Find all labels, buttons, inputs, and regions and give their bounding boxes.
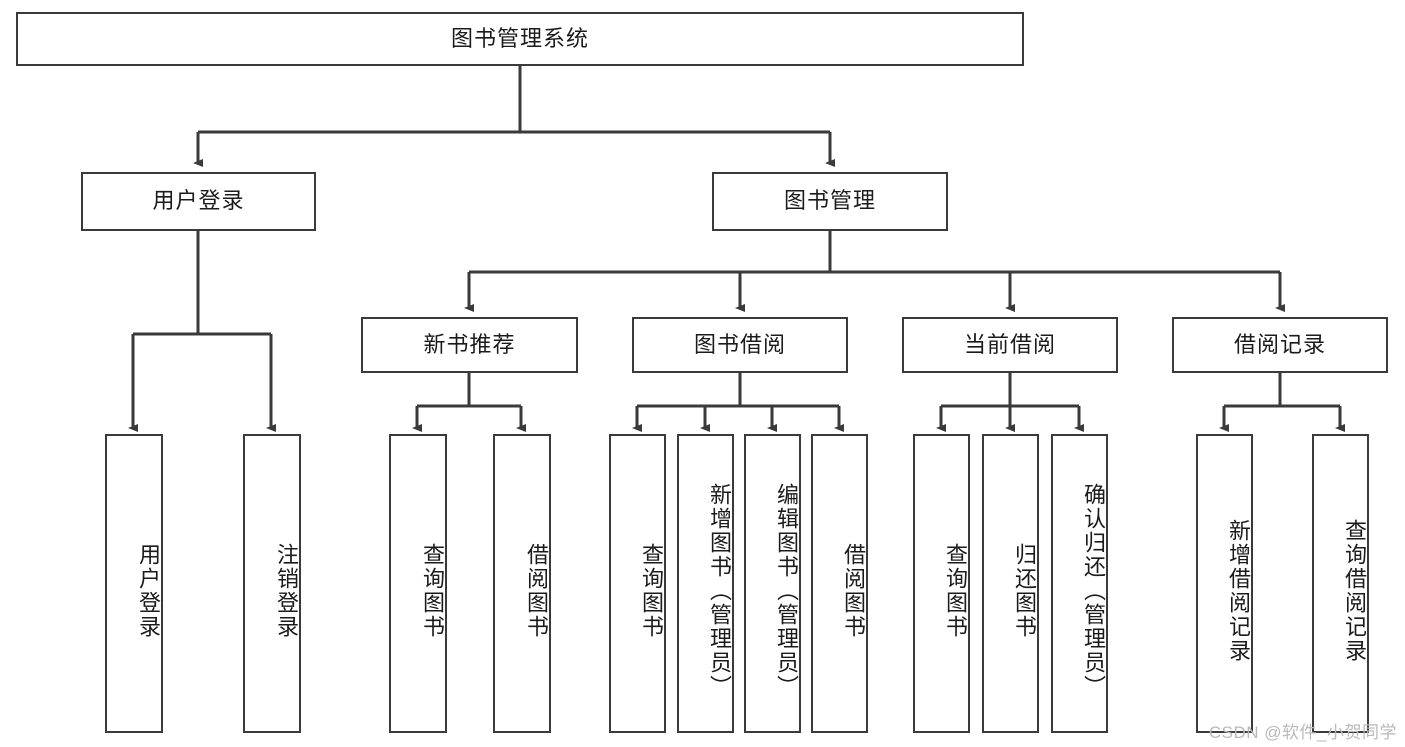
leaf-book-borrow-1-label: 新增图书（管理员） [707,482,732,699]
leaf-current-borrow-2-label: 确认归还（管理员） [1081,482,1106,699]
leaf-user-login-0-label: 用户登录 [136,542,161,639]
leaf-book-borrow-3-label: 借阅图书 [841,542,866,639]
node-current-borrow-label: 当前借阅 [963,331,1056,357]
node-borrow-record-label: 借阅记录 [1233,331,1326,357]
leaf-borrow-record-1-label: 查询借阅记录 [1342,518,1367,663]
node-current-borrow[interactable]: 当前借阅 [902,317,1118,373]
node-book-borrow-label: 图书借阅 [693,331,786,357]
leaf-current-borrow-2[interactable]: 确认归还（管理员） [1051,434,1108,733]
node-new-book-label: 新书推荐 [423,331,516,357]
node-borrow-record[interactable]: 借阅记录 [1172,317,1388,373]
leaf-user-login-1-label: 注销登录 [274,542,299,639]
node-root[interactable]: 图书管理系统 [16,12,1024,66]
leaf-user-login-0[interactable]: 用户登录 [105,434,163,733]
leaf-current-borrow-0[interactable]: 查询图书 [913,434,970,733]
leaf-new-book-0[interactable]: 查询图书 [389,434,447,733]
node-user-login[interactable]: 用户登录 [81,172,316,231]
leaf-book-borrow-1[interactable]: 新增图书（管理员） [677,434,734,733]
node-user-login-label: 用户登录 [152,188,245,214]
csdn-watermark: CSDN @软件_小贺同学 [1208,723,1397,742]
leaf-book-borrow-3[interactable]: 借阅图书 [811,434,868,733]
node-root-label: 图书管理系统 [450,25,589,51]
node-new-book[interactable]: 新书推荐 [361,317,578,373]
leaf-book-borrow-2[interactable]: 编辑图书（管理员） [744,434,801,733]
node-book-manage-label: 图书管理 [783,188,876,214]
leaf-borrow-record-1[interactable]: 查询借阅记录 [1312,434,1369,733]
node-book-borrow[interactable]: 图书借阅 [632,317,848,373]
leaf-current-borrow-0-label: 查询图书 [943,542,968,639]
leaf-current-borrow-1[interactable]: 归还图书 [982,434,1039,733]
leaf-borrow-record-0-label: 新增借阅记录 [1226,518,1251,663]
leaf-new-book-0-label: 查询图书 [420,542,445,639]
leaf-new-book-1[interactable]: 借阅图书 [493,434,551,733]
node-book-manage[interactable]: 图书管理 [712,172,948,231]
leaf-book-borrow-0[interactable]: 查询图书 [609,434,666,733]
leaf-book-borrow-2-label: 编辑图书（管理员） [774,482,799,699]
leaf-borrow-record-0[interactable]: 新增借阅记录 [1196,434,1253,733]
leaf-book-borrow-0-label: 查询图书 [639,542,664,639]
leaf-current-borrow-1-label: 归还图书 [1012,542,1037,639]
leaf-new-book-1-label: 借阅图书 [524,542,549,639]
leaf-user-login-1[interactable]: 注销登录 [243,434,301,733]
